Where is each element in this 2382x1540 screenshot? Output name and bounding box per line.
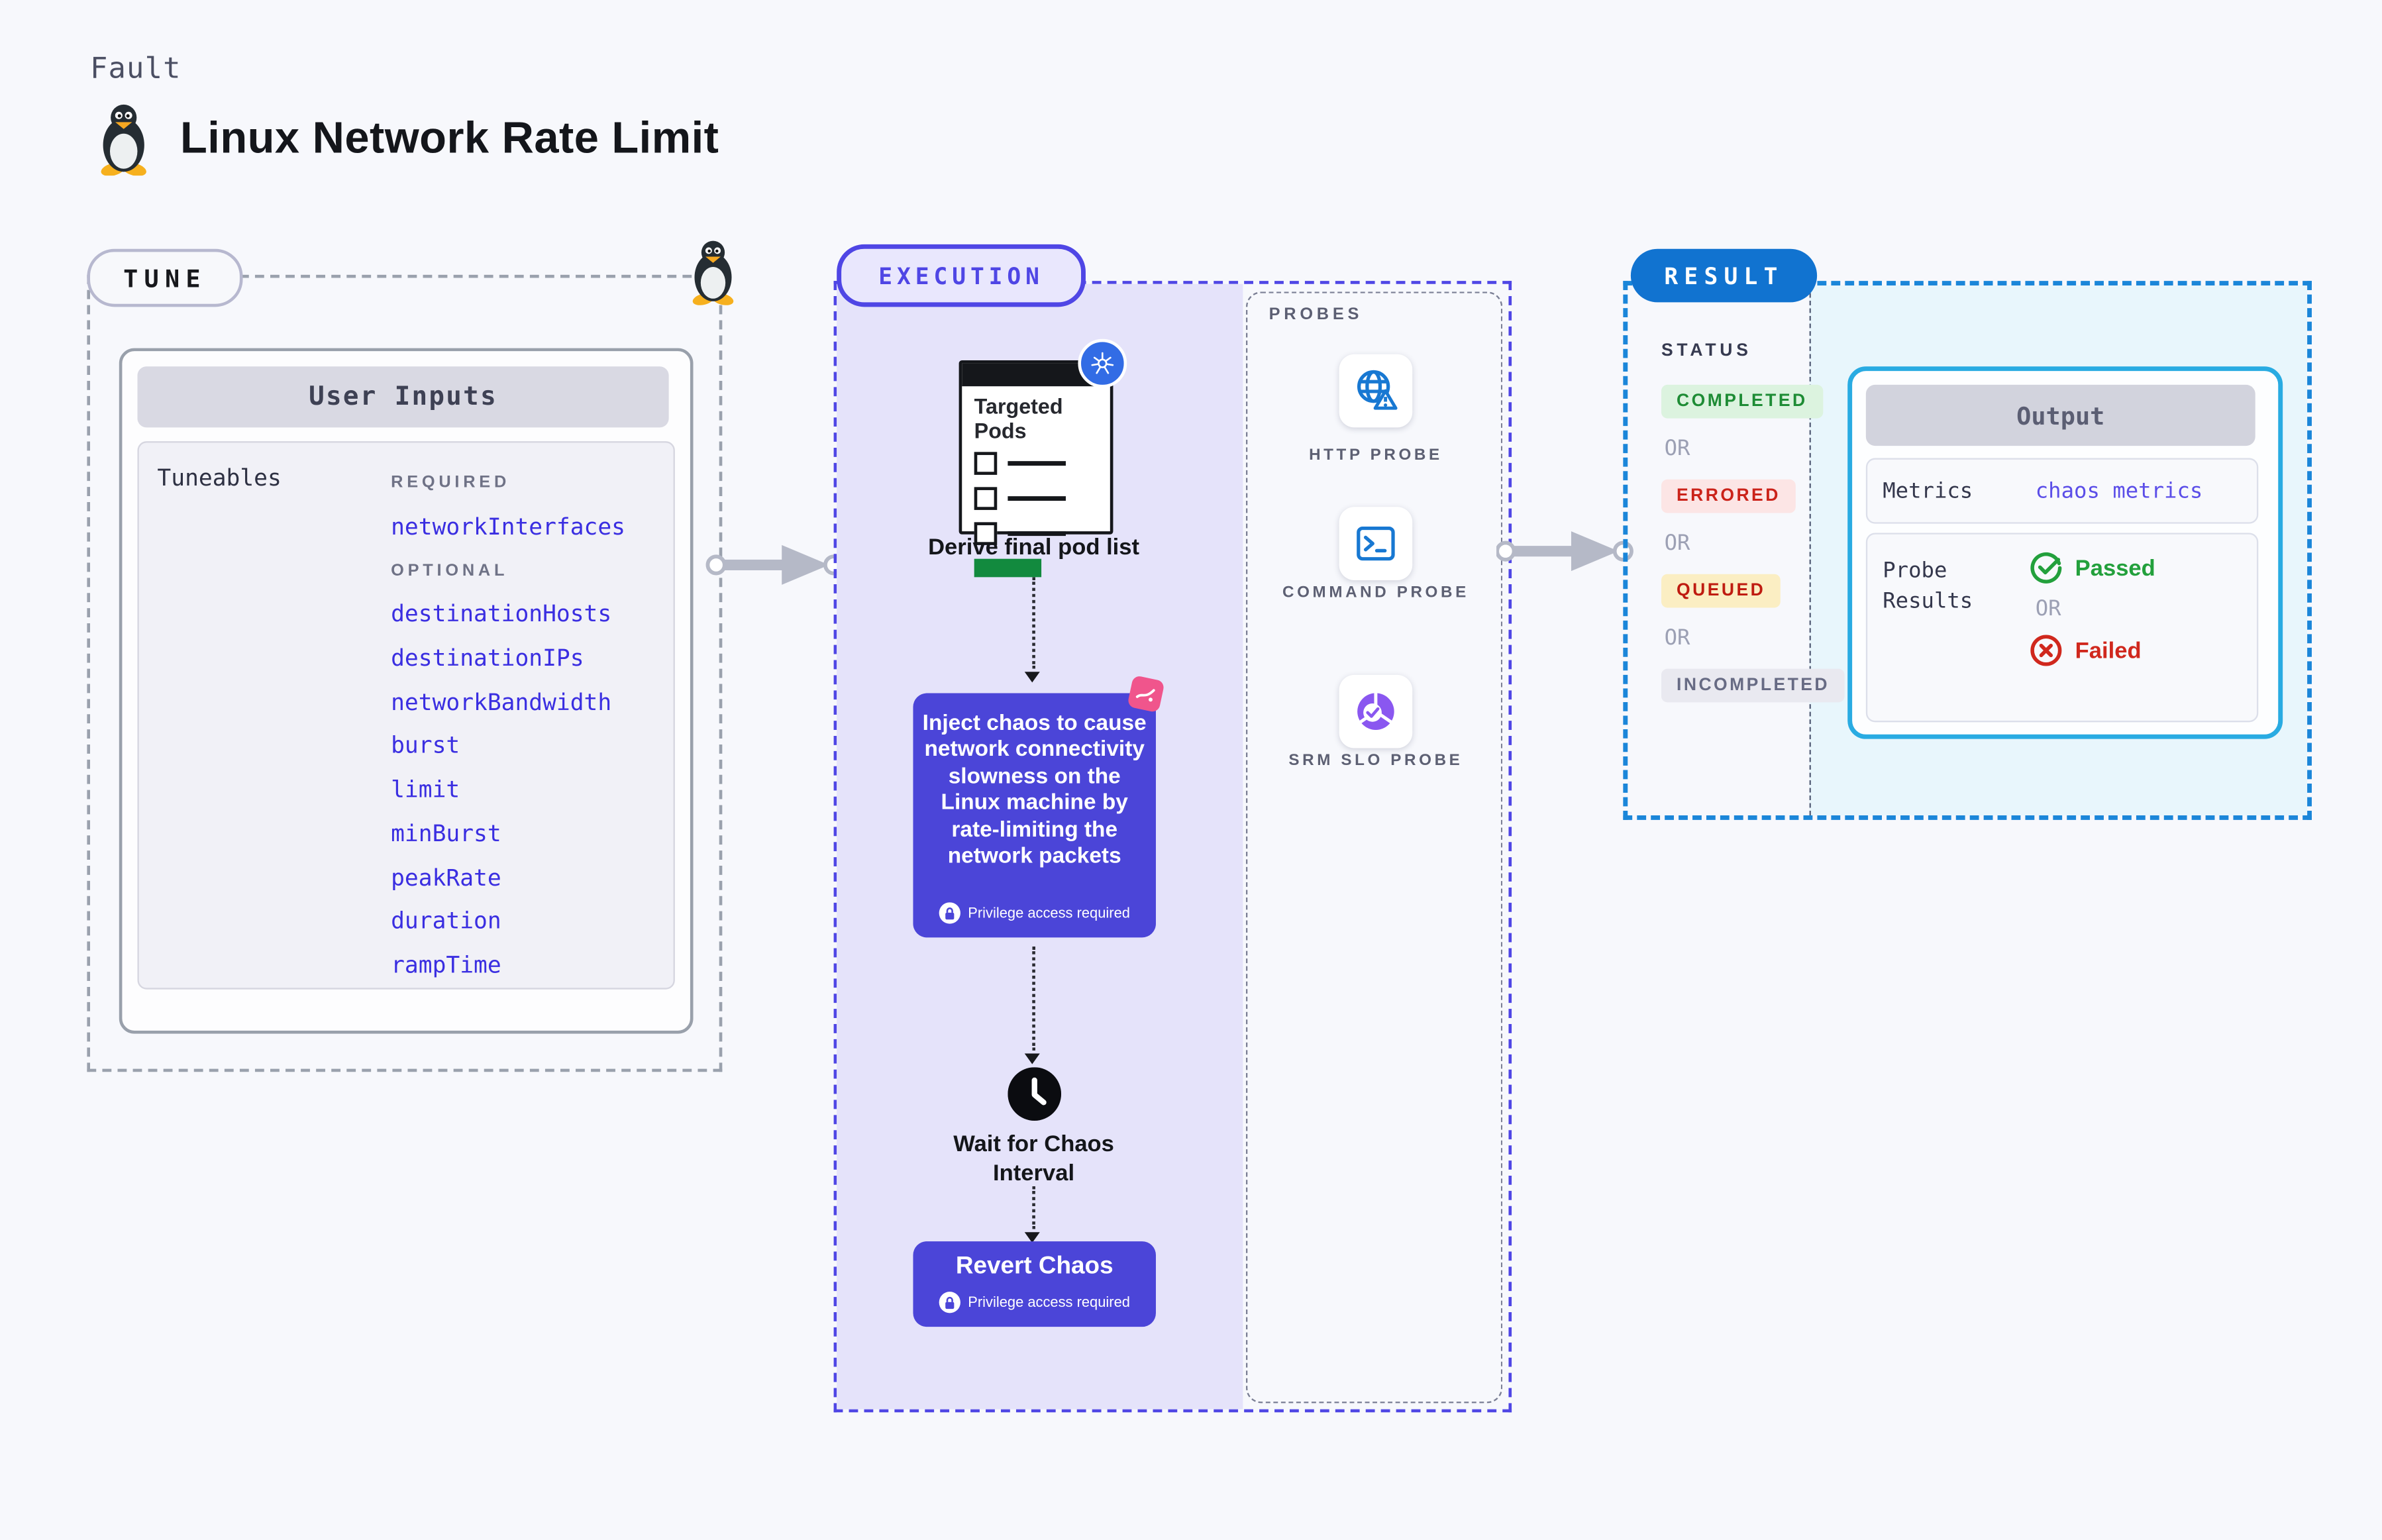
pod-checkbox-row xyxy=(974,487,1066,510)
status-label: STATUS xyxy=(1661,342,1752,361)
pod-checkbox-row xyxy=(974,522,1066,545)
probes-label: PROBES xyxy=(1269,305,1363,324)
pods-action-bar xyxy=(974,558,1042,578)
failed-row: Failed xyxy=(2030,632,2155,668)
privilege-row: Privilege access required xyxy=(939,902,1130,937)
inject-chaos-card: Inject chaos to cause network connectivi… xyxy=(913,693,1156,938)
metrics-row: Metrics chaos metrics xyxy=(1865,458,2259,524)
tuneable-item: burst xyxy=(391,732,460,760)
status-badge-errored: ERRORED xyxy=(1661,479,1796,513)
tuneable-item: minBurst xyxy=(391,819,501,847)
failed-label: Failed xyxy=(2075,637,2142,664)
probe-results-values: Passed OR Failed xyxy=(2030,550,2155,669)
required-label: REQUIRED xyxy=(391,474,511,493)
flow-connector xyxy=(1032,577,1035,669)
tuneable-item: duration xyxy=(391,907,501,935)
status-badge-incompleted: INCOMPLETED xyxy=(1661,668,1845,703)
probes-section-box: PROBES HTTP PROBE xyxy=(1245,291,1503,1404)
inject-chaos-text: Inject chaos to cause network connectivi… xyxy=(922,711,1147,869)
tuneable-item: limit xyxy=(391,776,460,803)
flow-arrowhead xyxy=(1024,1232,1040,1243)
or-label: OR xyxy=(2035,597,2061,622)
srm-slo-probe-label: SRM SLO PROBE xyxy=(1288,751,1463,770)
tuneables-panel: Tuneables REQUIRED networkInterfaces OPT… xyxy=(137,441,675,990)
fault-kicker: Fault xyxy=(90,52,181,86)
arrow-execution-to-result xyxy=(1496,531,1633,572)
status-badge-completed: COMPLETED xyxy=(1661,384,1823,419)
execution-pill: EXECUTION xyxy=(837,244,1086,307)
srm-slo-probe-card xyxy=(1339,674,1413,748)
linux-tux-icon xyxy=(692,240,734,305)
passed-label: Passed xyxy=(2075,554,2155,582)
tuneable-item: destinationIPs xyxy=(391,644,584,672)
clock-icon xyxy=(1008,1067,1062,1121)
tuneable-item: rampTime xyxy=(391,950,501,979)
status-column: STATUS COMPLETED OR ERRORED OR QUEUED OR… xyxy=(1661,342,1845,703)
output-card: Output Metrics chaos metrics Probe Resul… xyxy=(1847,366,2283,739)
targeted-pods-title: Targeted Pods xyxy=(974,393,1063,443)
chaos-icon xyxy=(1127,674,1165,713)
probe-results-label: Probe Results xyxy=(1883,558,1973,615)
page-title: Linux Network Rate Limit xyxy=(180,114,719,164)
probe-results-row: Probe Results Passed OR Failed xyxy=(1865,533,2259,723)
or-label: OR xyxy=(1664,531,1690,556)
tuneable-item: destinationHosts xyxy=(391,600,612,629)
revert-chaos-card: Revert Chaos Privilege access required xyxy=(913,1241,1156,1327)
derive-pod-list-label: Derive final pod list xyxy=(928,534,1140,560)
tune-pill: TUNE xyxy=(87,248,243,307)
execution-section-box: PROBES HTTP PROBE xyxy=(833,281,1512,1413)
slo-donut-icon xyxy=(1357,691,1394,730)
privilege-label: Privilege access required xyxy=(968,1294,1130,1311)
optional-label: OPTIONAL xyxy=(391,561,509,580)
check-circle-icon xyxy=(2030,552,2062,584)
http-probe-label: HTTP PROBE xyxy=(1309,446,1443,464)
tuneable-item: peakRate xyxy=(391,863,501,892)
revert-chaos-label: Revert Chaos xyxy=(955,1253,1113,1280)
result-pill: RESULT xyxy=(1630,248,1818,303)
tuneables-label: Tuneables xyxy=(157,464,282,492)
lock-icon xyxy=(939,1292,960,1313)
or-label: OR xyxy=(1664,626,1690,650)
output-header: Output xyxy=(1865,384,2255,446)
metrics-value: chaos metrics xyxy=(2035,478,2203,503)
x-circle-icon xyxy=(2030,635,2062,666)
or-label: OR xyxy=(1664,436,1690,462)
command-probe-label: COMMAND PROBE xyxy=(1282,583,1469,602)
wait-interval-label: Wait for Chaos Interval xyxy=(953,1131,1114,1186)
kubernetes-icon xyxy=(1078,338,1127,388)
arrow-tune-to-execution xyxy=(705,544,845,585)
command-probe-card xyxy=(1339,507,1413,580)
tuneable-item: networkBandwidth xyxy=(391,688,612,716)
flow-connector xyxy=(1032,1186,1035,1229)
user-inputs-card: User Inputs Tuneables REQUIRED networkIn… xyxy=(119,348,694,1034)
tune-section-box xyxy=(87,274,723,1072)
status-badge-queued: QUEUED xyxy=(1661,574,1781,608)
targeted-pods-card: Targeted Pods xyxy=(958,360,1113,578)
passed-row: Passed xyxy=(2030,550,2155,586)
metrics-label: Metrics xyxy=(1883,478,1973,503)
flow-arrowhead xyxy=(1024,1053,1040,1064)
tuneable-item: networkInterfaces xyxy=(391,513,626,541)
pod-checkbox-row xyxy=(974,452,1066,475)
globe-alert-icon xyxy=(1357,370,1398,410)
privilege-row: Privilege access required xyxy=(939,1292,1130,1327)
privilege-label: Privilege access required xyxy=(968,904,1130,922)
lock-icon xyxy=(939,902,960,924)
user-inputs-header: User Inputs xyxy=(137,366,669,428)
flow-arrowhead xyxy=(1024,672,1040,683)
terminal-icon xyxy=(1357,526,1395,561)
tuneables-list: REQUIRED networkInterfaces OPTIONAL dest… xyxy=(391,461,625,987)
linux-tux-icon xyxy=(101,104,146,176)
flow-connector xyxy=(1032,947,1035,1051)
http-probe-card xyxy=(1339,354,1413,428)
